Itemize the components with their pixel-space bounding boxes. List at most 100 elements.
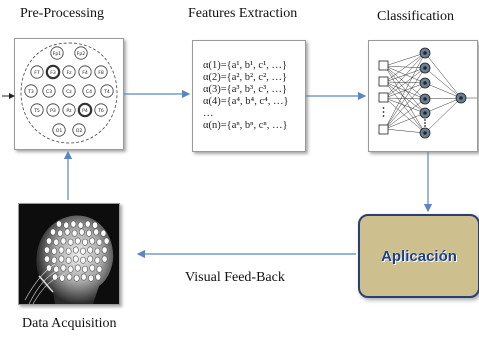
cap-electrode [88,274,94,282]
svg-text:Fp1: Fp1 [53,51,62,57]
cap-electrode [63,221,70,229]
cap-electrode [44,255,50,263]
svg-text:C3: C3 [46,89,52,95]
cap-electrode [82,238,88,246]
cap-electrode [92,221,98,229]
cap-electrode [78,228,85,236]
electrode-fp2: Fp2 [74,46,88,60]
cap-electrode [65,247,72,255]
svg-text:F7: F7 [34,70,40,76]
formula-3: α(3)={a³, b³, c³, …} [203,84,288,95]
svg-text:T4: T4 [103,89,110,95]
cap-electrode [67,265,74,273]
electrode-pz: Pz [62,103,76,117]
cap-electrode [74,264,81,272]
cap-electrode [50,228,56,236]
svg-text:P4: P4 [82,108,88,114]
cap-electrode [87,255,94,263]
cap-electrode [87,246,94,254]
cap-electrode [89,264,96,272]
electrode-f4: F4 [78,65,92,79]
cap-electrode [103,237,110,245]
cap-electrode [89,237,96,245]
cap-electrode [100,229,107,237]
application-box: Aplicación [358,214,479,298]
eeg-cap-image [19,204,119,305]
cap-electrode [96,238,103,246]
svg-text:Cz: Cz [66,89,72,95]
svg-text:O2: O2 [76,128,83,134]
cap-electrode [60,264,67,272]
electrode-p3: P3 [46,103,60,117]
preprocessing-title: Pre-Processing [20,6,104,21]
cap-electrode [80,273,87,281]
neural-network [378,47,477,139]
formula-2: α(2)={a², b², c², …} [203,72,288,83]
electrode-cz: Cz [62,84,76,98]
electrode-fz: Fz [62,65,76,79]
svg-text:O1: O1 [56,128,63,134]
formula-ellipsis: … [203,108,214,119]
cap-electrode [73,274,80,282]
cap-electrode [101,246,108,254]
svg-text:C4: C4 [86,89,92,95]
cap-electrode [58,255,65,263]
svg-text:T5: T5 [33,108,40,114]
cap-electrode [82,265,88,273]
cap-electrode [53,238,60,246]
cap-electrode [72,255,79,263]
electrode-c4: C4 [82,84,96,98]
cap-electrode [95,273,102,281]
hidden-ellipsis [424,119,426,127]
formula-n: α(n)={aⁿ, bⁿ, cⁿ, …} [203,120,288,131]
cap-electrode [80,247,86,255]
electrode-f7: F7 [30,65,44,79]
electrode-o1: O1 [52,123,66,137]
cap-electrode [60,237,67,245]
cap-electrode [74,237,81,245]
electrode-t6: T6 [94,103,108,117]
electrode-p4: P4 [77,102,93,118]
cap-electrode [57,229,64,237]
cap-electrode [56,220,62,228]
electrode-fp1: Fp1 [50,46,64,60]
cap-electrode [44,246,50,254]
input-ellipsis [382,107,385,117]
svg-text:F3: F3 [50,70,56,76]
formula-4: α(4)={a⁴, b⁴, c⁴, …} [203,96,289,107]
cap-electrode [94,256,101,264]
features-extraction-title: Features Extraction [188,6,298,21]
cap-electrode [84,220,91,228]
visual-feedback-label: Visual Feed-Back [185,270,285,285]
electrode-c3: C3 [42,84,56,98]
cap-electrode [58,246,65,254]
cap-electrode [71,229,78,237]
cap-electrode [80,256,86,264]
electrode-f3: F3 [45,64,61,80]
cap-electrode [64,228,71,236]
cap-electrode [46,237,52,245]
cap-electrode [93,228,100,236]
svg-text:Fp2: Fp2 [77,51,86,57]
formula-1: α(1)={a¹, b¹, c¹, …} [203,60,288,71]
cap-electrode [86,229,92,237]
cap-electrode [70,220,77,228]
data-acquisition-title: Data Acquisition [22,316,117,331]
head-outline [20,42,118,144]
input-nodes [378,60,389,135]
features-panel: α(1)={a¹, b¹, c¹, …} α(2)={a², b², c², …… [192,40,306,152]
cap-electrode [65,256,72,264]
cap-electrode [101,255,108,263]
classification-panel [368,40,478,152]
output-node [455,92,467,104]
electrode-t4: T4 [100,84,114,98]
electrode-o2: O2 [72,123,86,137]
cap-electrode [51,247,58,255]
svg-text:Pz: Pz [66,108,72,114]
svg-text:P3: P3 [50,108,56,114]
data-acquisition-panel [18,203,120,305]
svg-text:Fz: Fz [66,70,72,76]
electrode-f8: F8 [94,65,108,79]
